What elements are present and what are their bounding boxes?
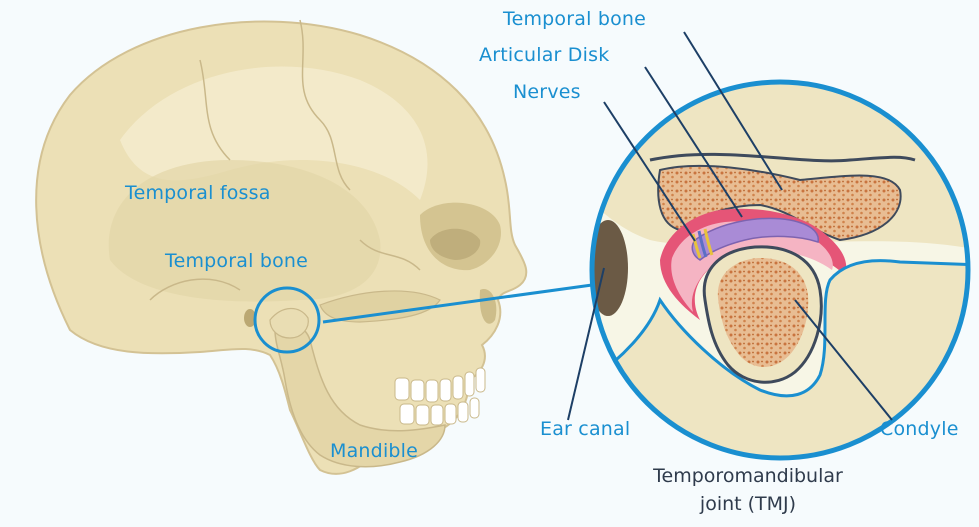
label-condyle: Condyle — [880, 420, 959, 439]
caption-line-2: joint (TMJ) — [618, 490, 878, 518]
skull — [36, 20, 526, 474]
label-temporal-bone-skull: Temporal bone — [165, 252, 308, 271]
label-nerves: Nerves — [513, 83, 581, 102]
label-temporal-fossa: Temporal fossa — [125, 184, 271, 203]
diagram-caption: Temporomandibular joint (TMJ) — [618, 462, 878, 518]
label-mandible: Mandible — [330, 442, 418, 461]
tmj-zoom — [588, 80, 979, 470]
label-temporal-bone-top: Temporal bone — [503, 10, 646, 29]
label-articular-disk: Articular Disk — [479, 46, 609, 65]
label-ear-canal: Ear canal — [540, 420, 630, 439]
caption-line-1: Temporomandibular — [618, 462, 878, 490]
